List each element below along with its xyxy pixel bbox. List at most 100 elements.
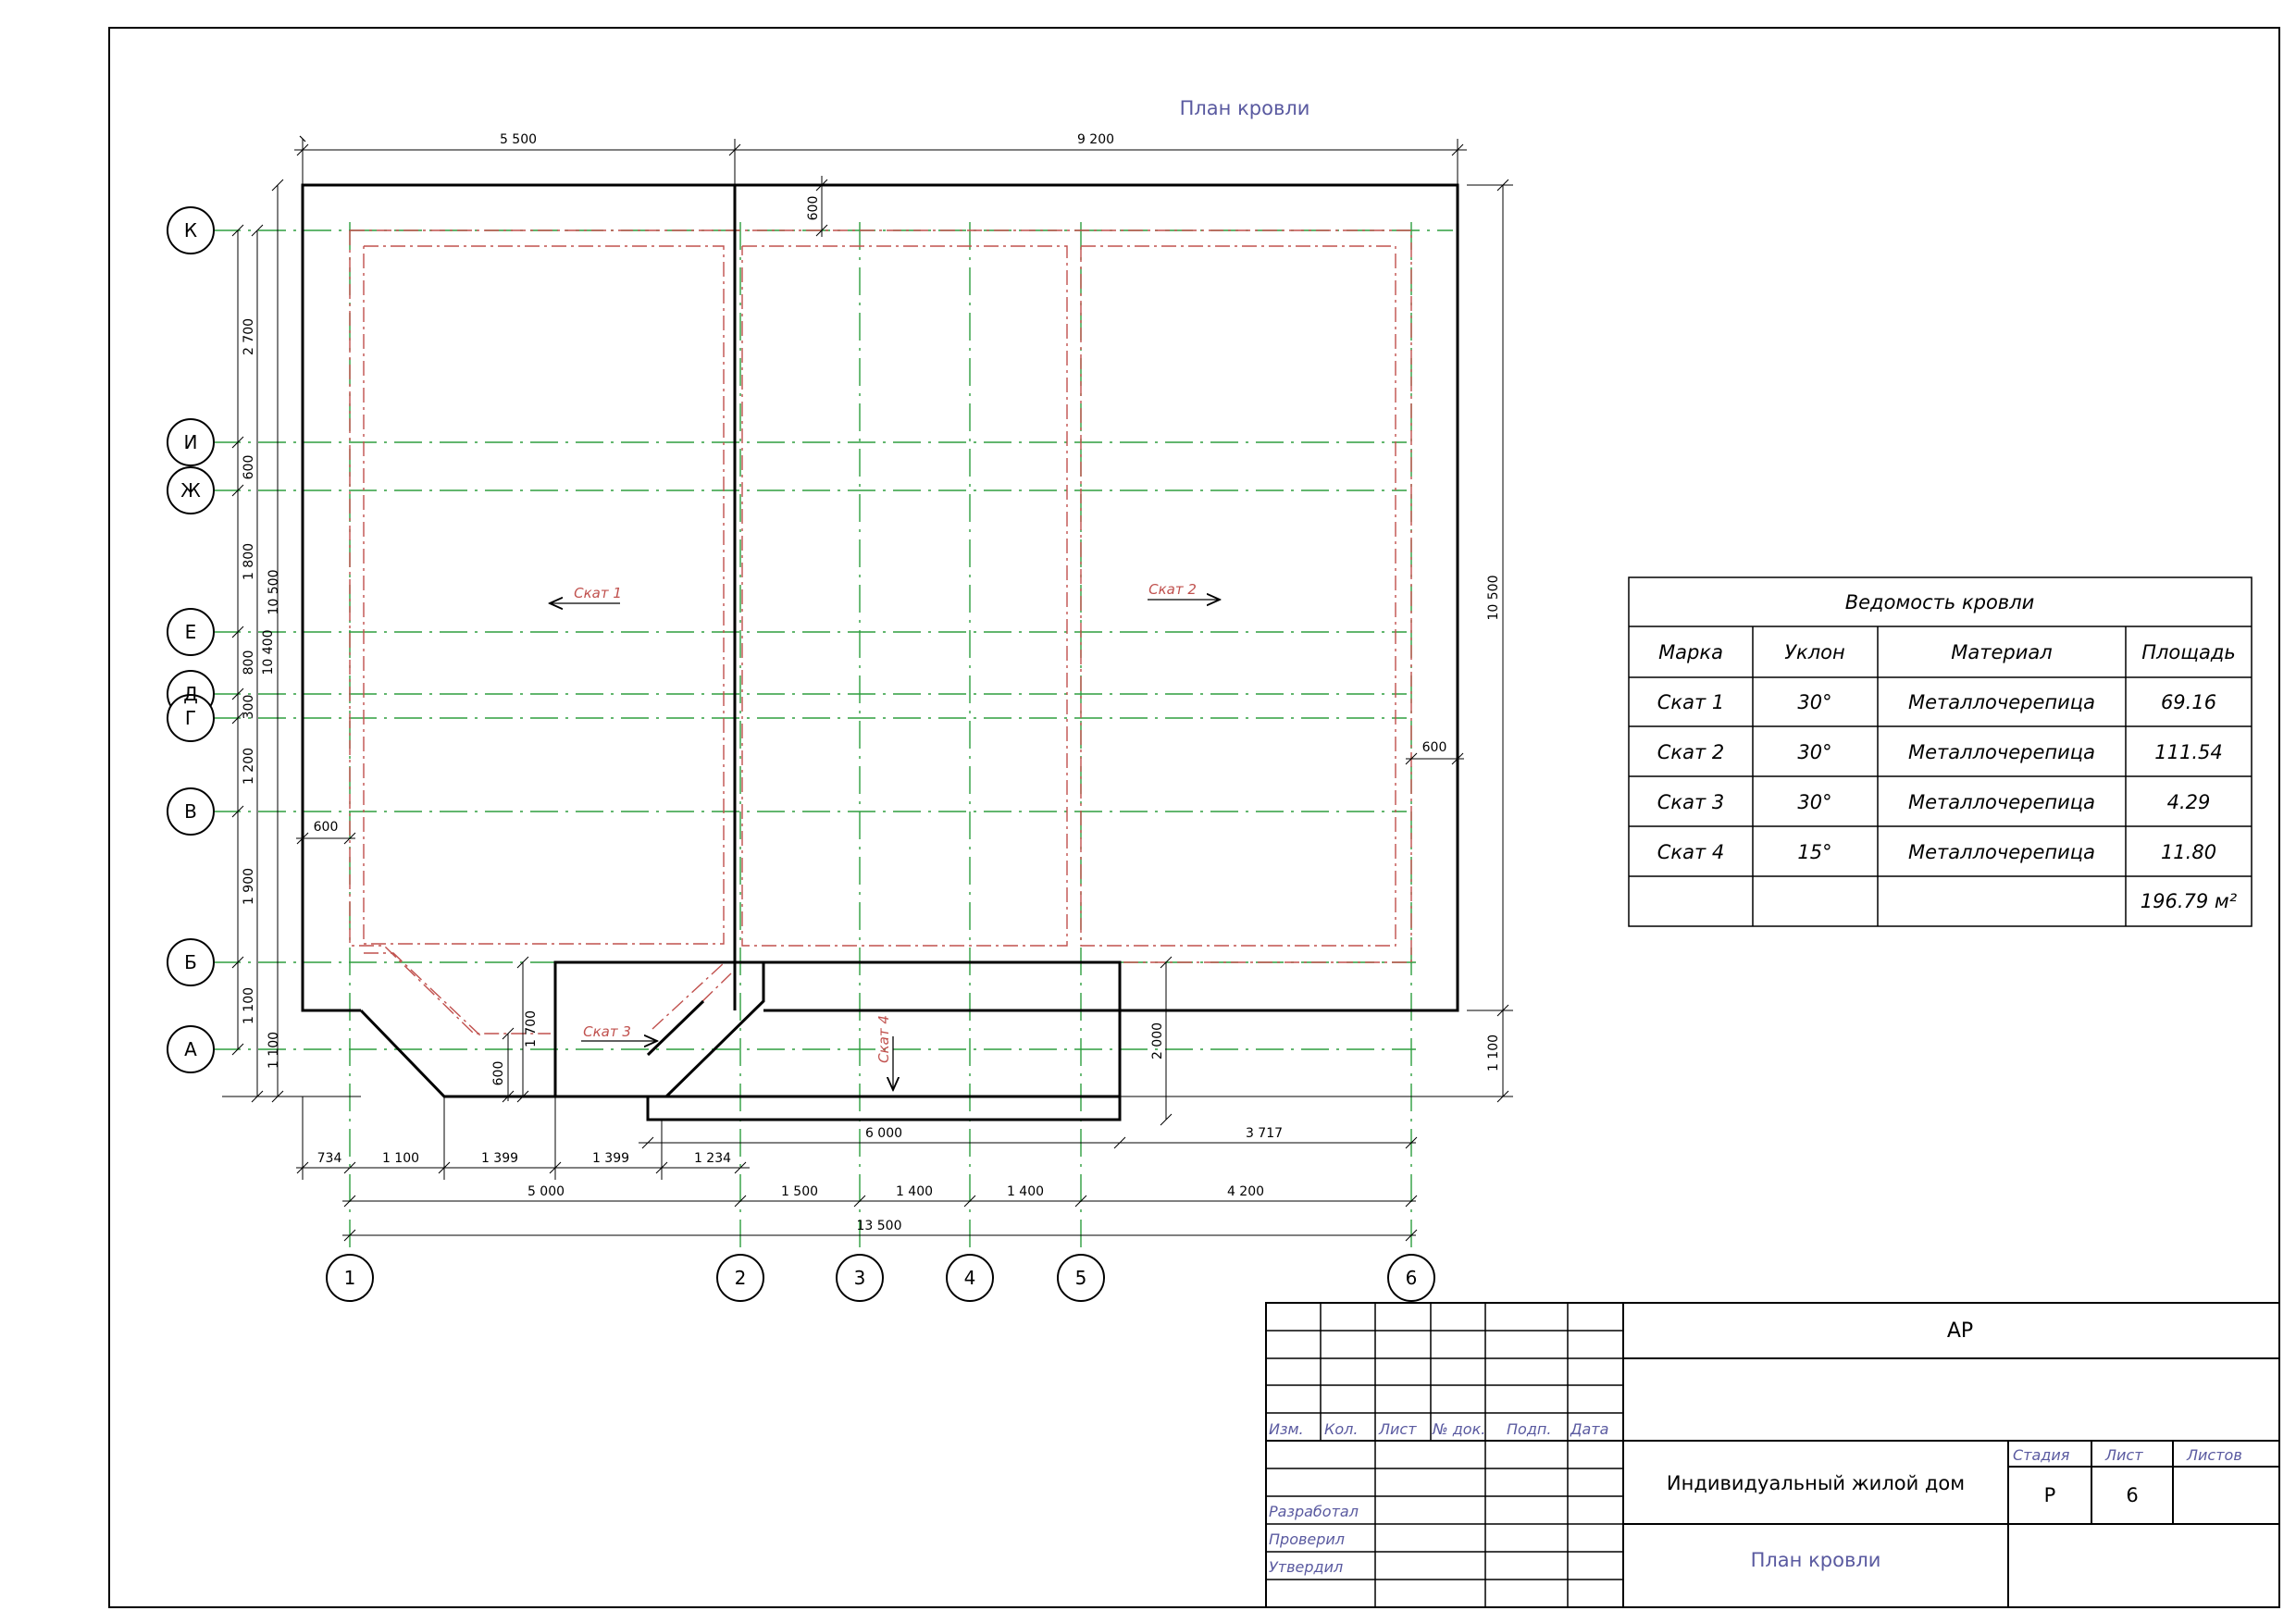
axis-number-bubbles xyxy=(326,1254,1435,1302)
axis-E: Е xyxy=(185,621,197,643)
tb-label-list: Лист xyxy=(1378,1420,1417,1438)
axis-4: 4 xyxy=(964,1267,976,1289)
dim-600: 600 xyxy=(242,455,256,480)
dim-6000: 6 000 xyxy=(865,1126,902,1141)
tb-role-developer: Разработал xyxy=(1269,1503,1359,1520)
axis-letter-labels: К И Ж Е Д Г В Б А xyxy=(180,219,201,1060)
dim-1200: 1 200 xyxy=(242,748,256,785)
right-dimensions xyxy=(516,179,1513,1126)
dim-3717: 3 717 xyxy=(1246,1126,1283,1141)
title-block-grid xyxy=(1266,1303,1623,1607)
dim-1100: 1 100 xyxy=(382,1151,419,1166)
axis-Zh: Ж xyxy=(180,479,201,502)
bottom-dimensions xyxy=(296,1096,1418,1242)
dim-1100a: 1 100 xyxy=(242,987,256,1024)
table-cell: Скат 2 xyxy=(1657,741,1725,763)
tb-stage-label: Стадия xyxy=(2013,1446,2070,1464)
dim-1800: 1 800 xyxy=(242,543,256,580)
drawing-title: План кровли xyxy=(1180,97,1310,119)
dim-1399b: 1 399 xyxy=(592,1151,629,1166)
table-header-material: Материал xyxy=(1951,641,2052,663)
top-dim-right: 9 200 xyxy=(1077,132,1114,147)
tb-label-data: Дата xyxy=(1570,1420,1608,1438)
tb-sheet: 6 xyxy=(2126,1484,2138,1506)
axis-1: 1 xyxy=(344,1267,356,1289)
dim-1234: 1 234 xyxy=(694,1151,731,1166)
roof-schedule-table xyxy=(1628,576,2253,927)
table-cell: 30° xyxy=(1797,791,1831,813)
dim-600-porch-eave: 600 xyxy=(491,1061,506,1086)
table-cell: Металлочерепица xyxy=(1908,841,2095,863)
axis-G: Г xyxy=(185,707,196,729)
table-total: 196.79 м² xyxy=(2141,890,2238,912)
slope-3-label: Скат 3 xyxy=(583,1023,631,1040)
tb-code: АР xyxy=(1947,1319,1973,1343)
top-dim-left: 5 500 xyxy=(500,132,537,147)
dim-10500-right: 10 500 xyxy=(1486,576,1501,621)
axis-K: К xyxy=(184,219,197,242)
eave-dims xyxy=(296,176,1464,1103)
axis-I: И xyxy=(184,431,198,453)
tb-label-doc: № док. xyxy=(1432,1420,1485,1438)
table-cell: Металлочерепица xyxy=(1908,691,2095,713)
dim-1100b: 1 100 xyxy=(267,1032,281,1069)
axis-B: Б xyxy=(184,951,197,973)
axis-V: В xyxy=(184,800,197,823)
sheet-frame xyxy=(108,27,2280,1608)
tb-sheets-label: Листов xyxy=(2186,1446,2242,1464)
axis-A: А xyxy=(184,1038,197,1060)
dim-10400: 10 400 xyxy=(261,630,276,675)
table-cell: Металлочерепица xyxy=(1908,791,2095,813)
left-dim-values: 2 700 600 1 800 800 300 1 200 1 900 1 10… xyxy=(242,318,281,1069)
dim-13500: 13 500 xyxy=(857,1219,902,1233)
dim-600-top-eave: 600 xyxy=(806,196,821,221)
slope-2-label: Скат 2 xyxy=(1148,581,1197,598)
dim-734: 734 xyxy=(317,1151,342,1166)
table-cell: 30° xyxy=(1797,741,1831,763)
dim-1400b: 1 400 xyxy=(1007,1184,1044,1199)
table-cell: Скат 4 xyxy=(1657,841,1725,863)
tb-project: Индивидуальный жилой дом xyxy=(1667,1472,1965,1494)
table-cell: 15° xyxy=(1797,841,1831,863)
eaves-outline xyxy=(349,229,1412,1040)
title-block xyxy=(1265,1302,2280,1608)
dim-5000: 5 000 xyxy=(527,1184,565,1199)
axis-3: 3 xyxy=(854,1267,866,1289)
dim-1399a: 1 399 xyxy=(481,1151,518,1166)
axis-number-labels: 1 2 3 4 5 6 xyxy=(344,1267,1418,1289)
building-outline xyxy=(301,183,1459,1121)
dim-1900: 1 900 xyxy=(242,868,256,905)
dim-600-right-eave: 600 xyxy=(1422,740,1447,755)
axis-2: 2 xyxy=(735,1267,747,1289)
axis-letter-bubbles xyxy=(167,206,215,1073)
slope-4-label: Скат 4 xyxy=(875,1015,892,1063)
table-header-slope: Уклон xyxy=(1784,641,1844,663)
table-cell: Металлочерепица xyxy=(1908,741,2095,763)
dim-2000: 2 000 xyxy=(1150,1022,1165,1059)
tb-role-checker: Проверил xyxy=(1269,1530,1345,1548)
tb-label-kol: Кол. xyxy=(1324,1420,1358,1438)
tb-label-podp: Подп. xyxy=(1507,1420,1551,1438)
dim-600-left-eave: 600 xyxy=(314,820,339,835)
dim-1500: 1 500 xyxy=(781,1184,818,1199)
dim-2700: 2 700 xyxy=(242,318,256,355)
table-cell: 69.16 xyxy=(2161,691,2216,713)
dim-10500-left: 10 500 xyxy=(267,570,281,615)
dim-300: 300 xyxy=(242,695,256,720)
slope-1-label: Скат 1 xyxy=(574,585,622,601)
axis-5: 5 xyxy=(1075,1267,1087,1289)
roof-schedule-text: Ведомость кровли Марка Уклон Материал Пл… xyxy=(1657,591,2238,912)
dim-1400a: 1 400 xyxy=(896,1184,933,1199)
bottom-dim-values: 734 1 100 1 399 1 399 1 234 6 000 3 717 … xyxy=(317,1126,1283,1233)
left-dimensions xyxy=(222,179,361,1103)
dim-4200: 4 200 xyxy=(1227,1184,1264,1199)
table-cell: 30° xyxy=(1797,691,1831,713)
table-cell: 111.54 xyxy=(2154,741,2222,763)
table-cell: 4.29 xyxy=(2167,791,2211,813)
top-dimensions xyxy=(294,135,1467,185)
table-header-area: Площадь xyxy=(2141,641,2236,663)
tb-sheet-name: План кровли xyxy=(1751,1549,1881,1571)
tb-role-approver: Утвердил xyxy=(1269,1558,1343,1576)
dim-1100-right: 1 100 xyxy=(1486,1035,1501,1072)
